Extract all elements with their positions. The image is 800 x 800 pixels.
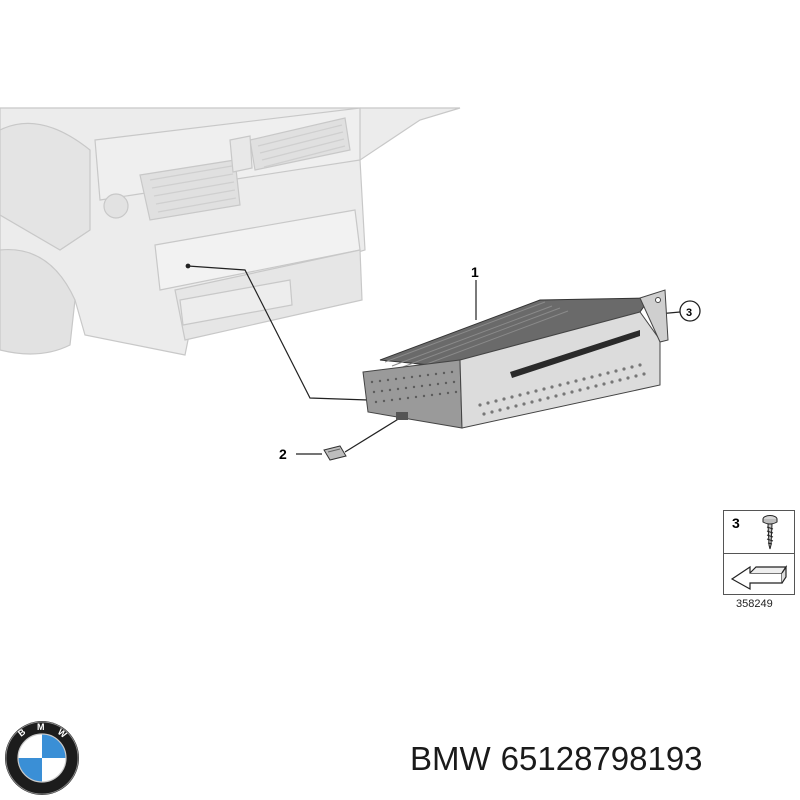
diagram-reference-number: 358249	[736, 598, 773, 610]
footer-part-number: 65128798193	[500, 740, 703, 777]
radio-head-unit	[362, 289, 669, 429]
clip-part	[323, 445, 347, 461]
legend-item-number: 3	[732, 515, 740, 531]
legend-box: 3	[723, 510, 795, 595]
callout-1-label: 1	[471, 264, 479, 280]
assembly-arrow-icon	[730, 565, 788, 591]
footer-brand-name: BMW	[410, 740, 491, 777]
logo-letter-b: B	[16, 726, 28, 738]
logo-letter-m: M	[37, 722, 45, 732]
legend-divider	[724, 553, 794, 554]
callout-3-label: 3	[686, 307, 692, 319]
callout-3-circle	[679, 300, 701, 322]
leader-lines	[185, 263, 681, 455]
callout-2-label: 2	[279, 446, 287, 462]
screw-icon	[762, 515, 778, 550]
dashboard-drawing	[0, 107, 461, 356]
bmw-logo-icon: B M W	[5, 721, 79, 795]
